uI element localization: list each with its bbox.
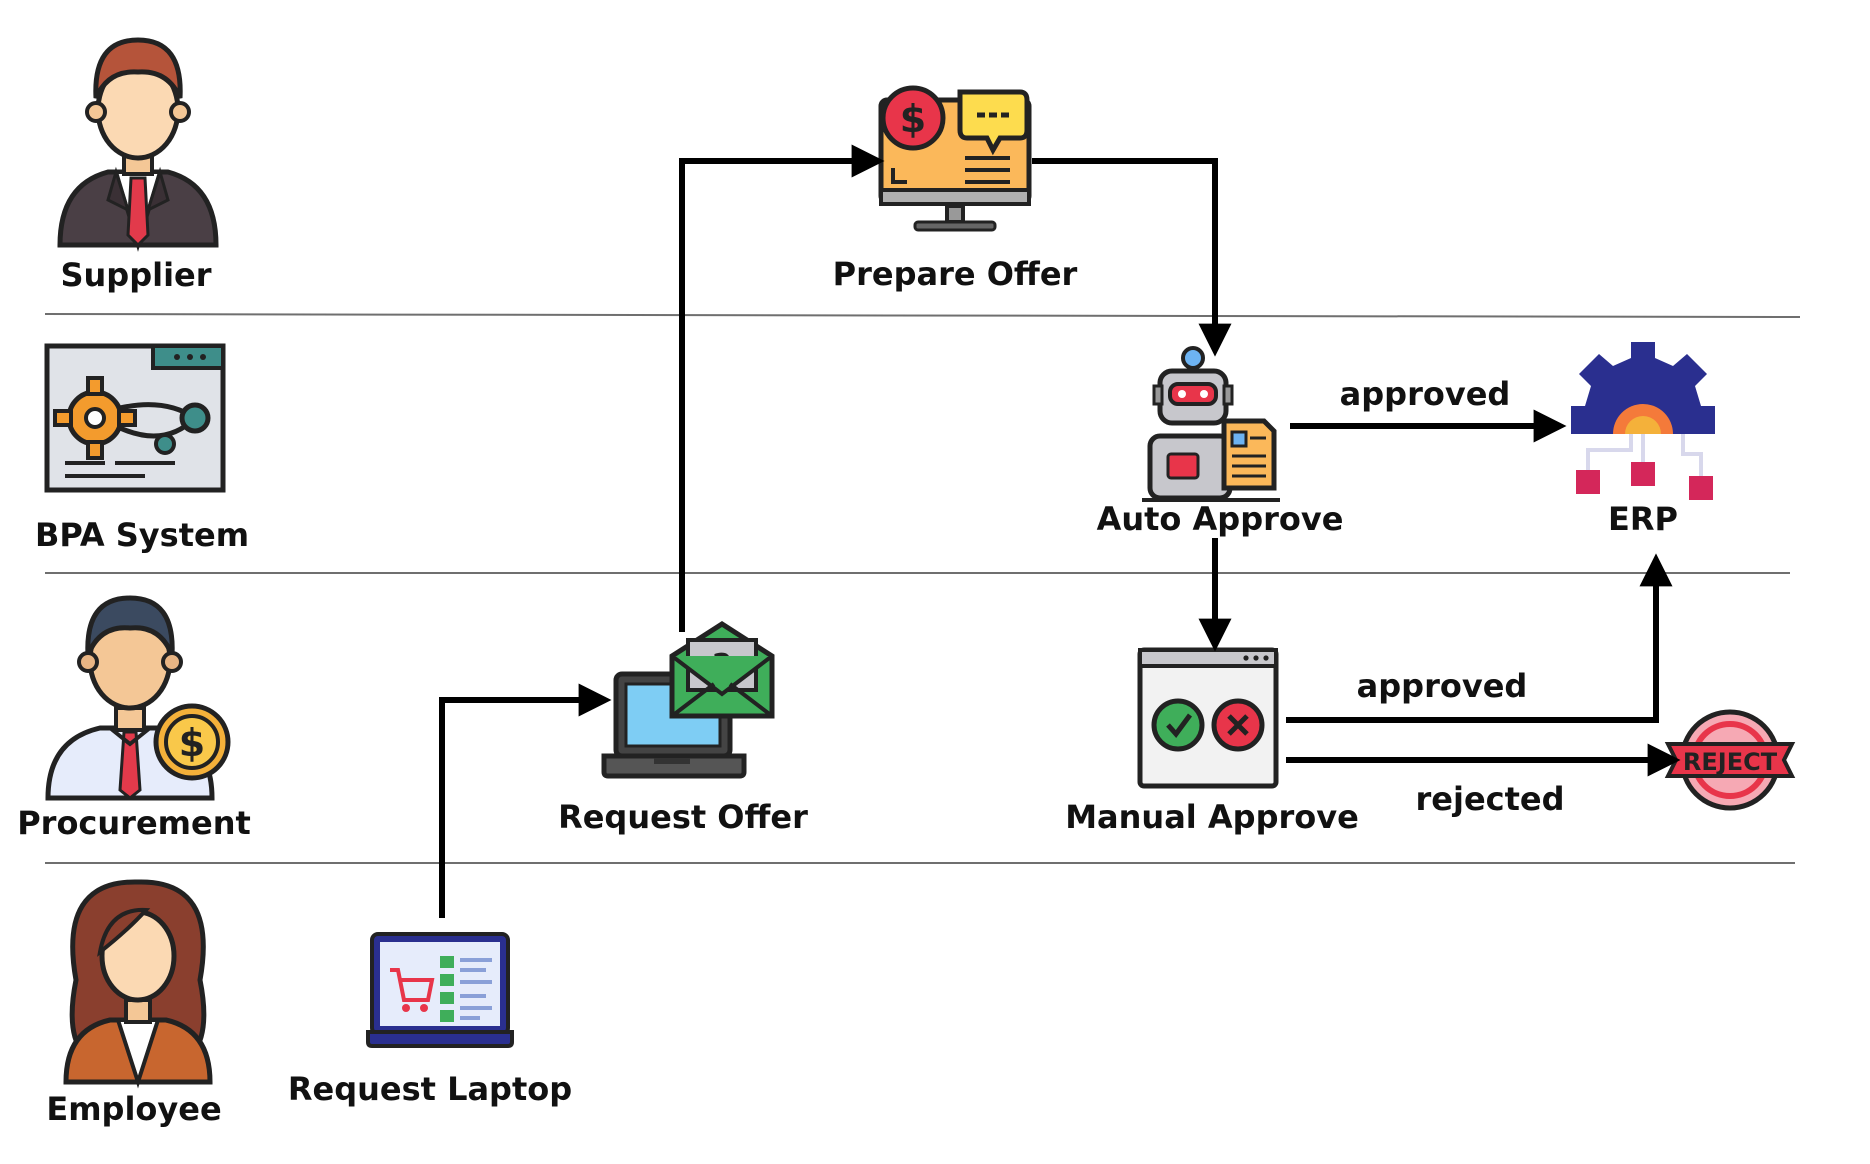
svg-text:$: $	[179, 721, 205, 765]
procurement-person-icon: $	[45, 595, 231, 801]
edge-label-manual-approved: approved	[1357, 667, 1528, 705]
laptop-envelope-icon: ?	[601, 621, 775, 779]
approve-reject-window-icon	[1137, 647, 1279, 789]
arrow-request-laptop-to-request-offer	[439, 683, 612, 918]
lane-label-supplier: Supplier	[60, 256, 211, 294]
lane-label-employee: Employee	[46, 1090, 221, 1128]
automation-screen-icon	[44, 343, 226, 493]
node-label-request-offer: Request Offer	[558, 798, 808, 836]
node-label-manual-approve: Manual Approve	[1065, 798, 1359, 836]
businessman-icon	[57, 37, 219, 252]
edge-label-auto-approved: approved	[1340, 375, 1511, 413]
monitor-dollar-chat-icon: $	[878, 85, 1032, 232]
reject-stamp-icon: REJECT	[1664, 709, 1796, 811]
businesswoman-icon	[63, 879, 213, 1089]
lane-label-bpa-system: BPA System	[35, 516, 249, 554]
node-label-request-laptop: Request Laptop	[288, 1070, 572, 1108]
node-label-prepare-offer: Prepare Offer	[833, 255, 1078, 293]
svg-text:$: $	[900, 97, 926, 141]
arrow-manual-approve-to-erp	[1286, 553, 1673, 723]
gear-erp-icon	[1571, 342, 1715, 500]
arrow-prepare-offer-to-auto-approve	[1032, 158, 1232, 357]
reject-stamp-text: REJECT	[1683, 748, 1778, 776]
arrow-request-offer-to-prepare-offer	[679, 144, 885, 632]
shopping-laptop-icon	[366, 932, 514, 1048]
edge-label-manual-rejected: rejected	[1415, 780, 1564, 818]
node-label-erp: ERP	[1608, 500, 1678, 538]
robot-document-icon	[1142, 346, 1280, 502]
lane-label-procurement: Procurement	[17, 804, 251, 842]
node-label-auto-approve: Auto Approve	[1097, 500, 1344, 538]
lane-divider	[44, 313, 1801, 318]
